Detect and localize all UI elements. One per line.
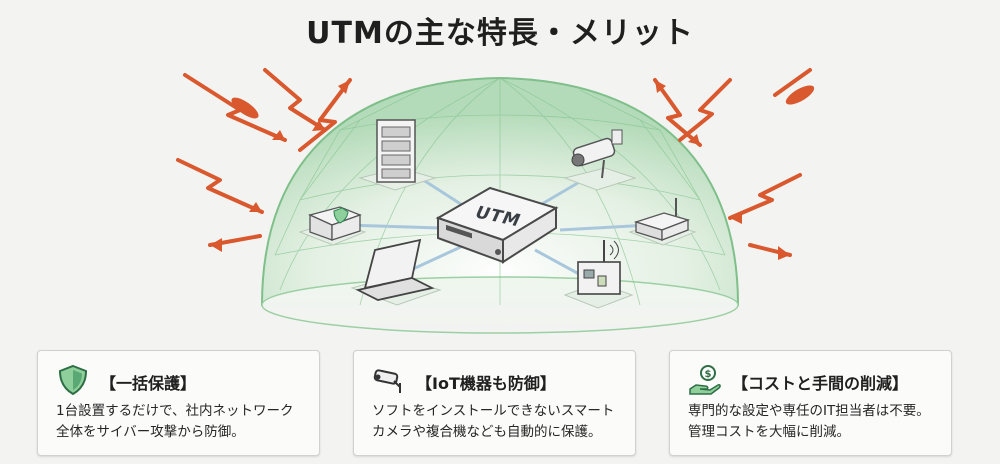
security-camera-icon <box>373 369 401 393</box>
iot-device-icon <box>563 240 634 309</box>
feature-card-description-line: 1台設置するだけで、社内ネットワーク <box>56 403 294 419</box>
svg-text:$: $ <box>705 369 712 380</box>
feature-card-protection: 【一括保護】 1台設置するだけで、社内ネットワーク 全体をサイバー攻撃から防御。 <box>37 350 320 456</box>
camera-icon <box>563 129 637 191</box>
feature-card-title: 【IoT機器も防御】 <box>416 374 556 393</box>
security-appliance-icon <box>298 206 367 246</box>
feature-card-description-line: 専門的な設定や専任のIT担当者は不要。 <box>688 403 930 419</box>
network-diagram <box>176 68 815 334</box>
cyber-attack-arrows <box>176 68 812 257</box>
feature-card-iot: 【IoT機器も防御】 ソフトをインストールできないスマート カメラや複合機なども… <box>353 350 636 456</box>
page-title: UTMの主な特長・メリット <box>306 16 694 51</box>
feature-card-description-line: カメラや複合機なども自動的に保護。 <box>372 424 602 440</box>
server-rack-icon <box>358 119 437 191</box>
utm-appliance-icon <box>435 186 559 264</box>
router-icon <box>628 198 697 246</box>
feature-card-description-line: 管理コストを大幅に削減。 <box>688 424 850 440</box>
feature-card-description: ソフトをインストールできないスマート カメラや複合機なども自動的に保護。 <box>372 401 627 443</box>
laptop-icon <box>350 238 442 306</box>
feature-card-description: 専門的な設定や専任のIT担当者は不要。 管理コストを大幅に削減。 <box>688 401 943 443</box>
feature-card-description-line: 全体をサイバー攻撃から防御。 <box>56 424 245 440</box>
feature-card-title: 【一括保護】 <box>100 374 197 393</box>
feature-card-description-line: ソフトをインストールできないスマート <box>372 403 615 419</box>
shield-icon <box>58 364 88 396</box>
cyber-attack-arrowheads <box>210 80 815 260</box>
feature-card-description: 1台設置するだけで、社内ネットワーク 全体をサイバー攻撃から防御。 <box>56 401 311 443</box>
hand-coin-icon: $ <box>689 365 721 395</box>
feature-card-title: 【コストと手間の削減】 <box>732 374 909 393</box>
feature-card-cost: $ 【コストと手間の削減】 専門的な設定や専任のIT担当者は不要。 管理コストを… <box>669 350 952 456</box>
